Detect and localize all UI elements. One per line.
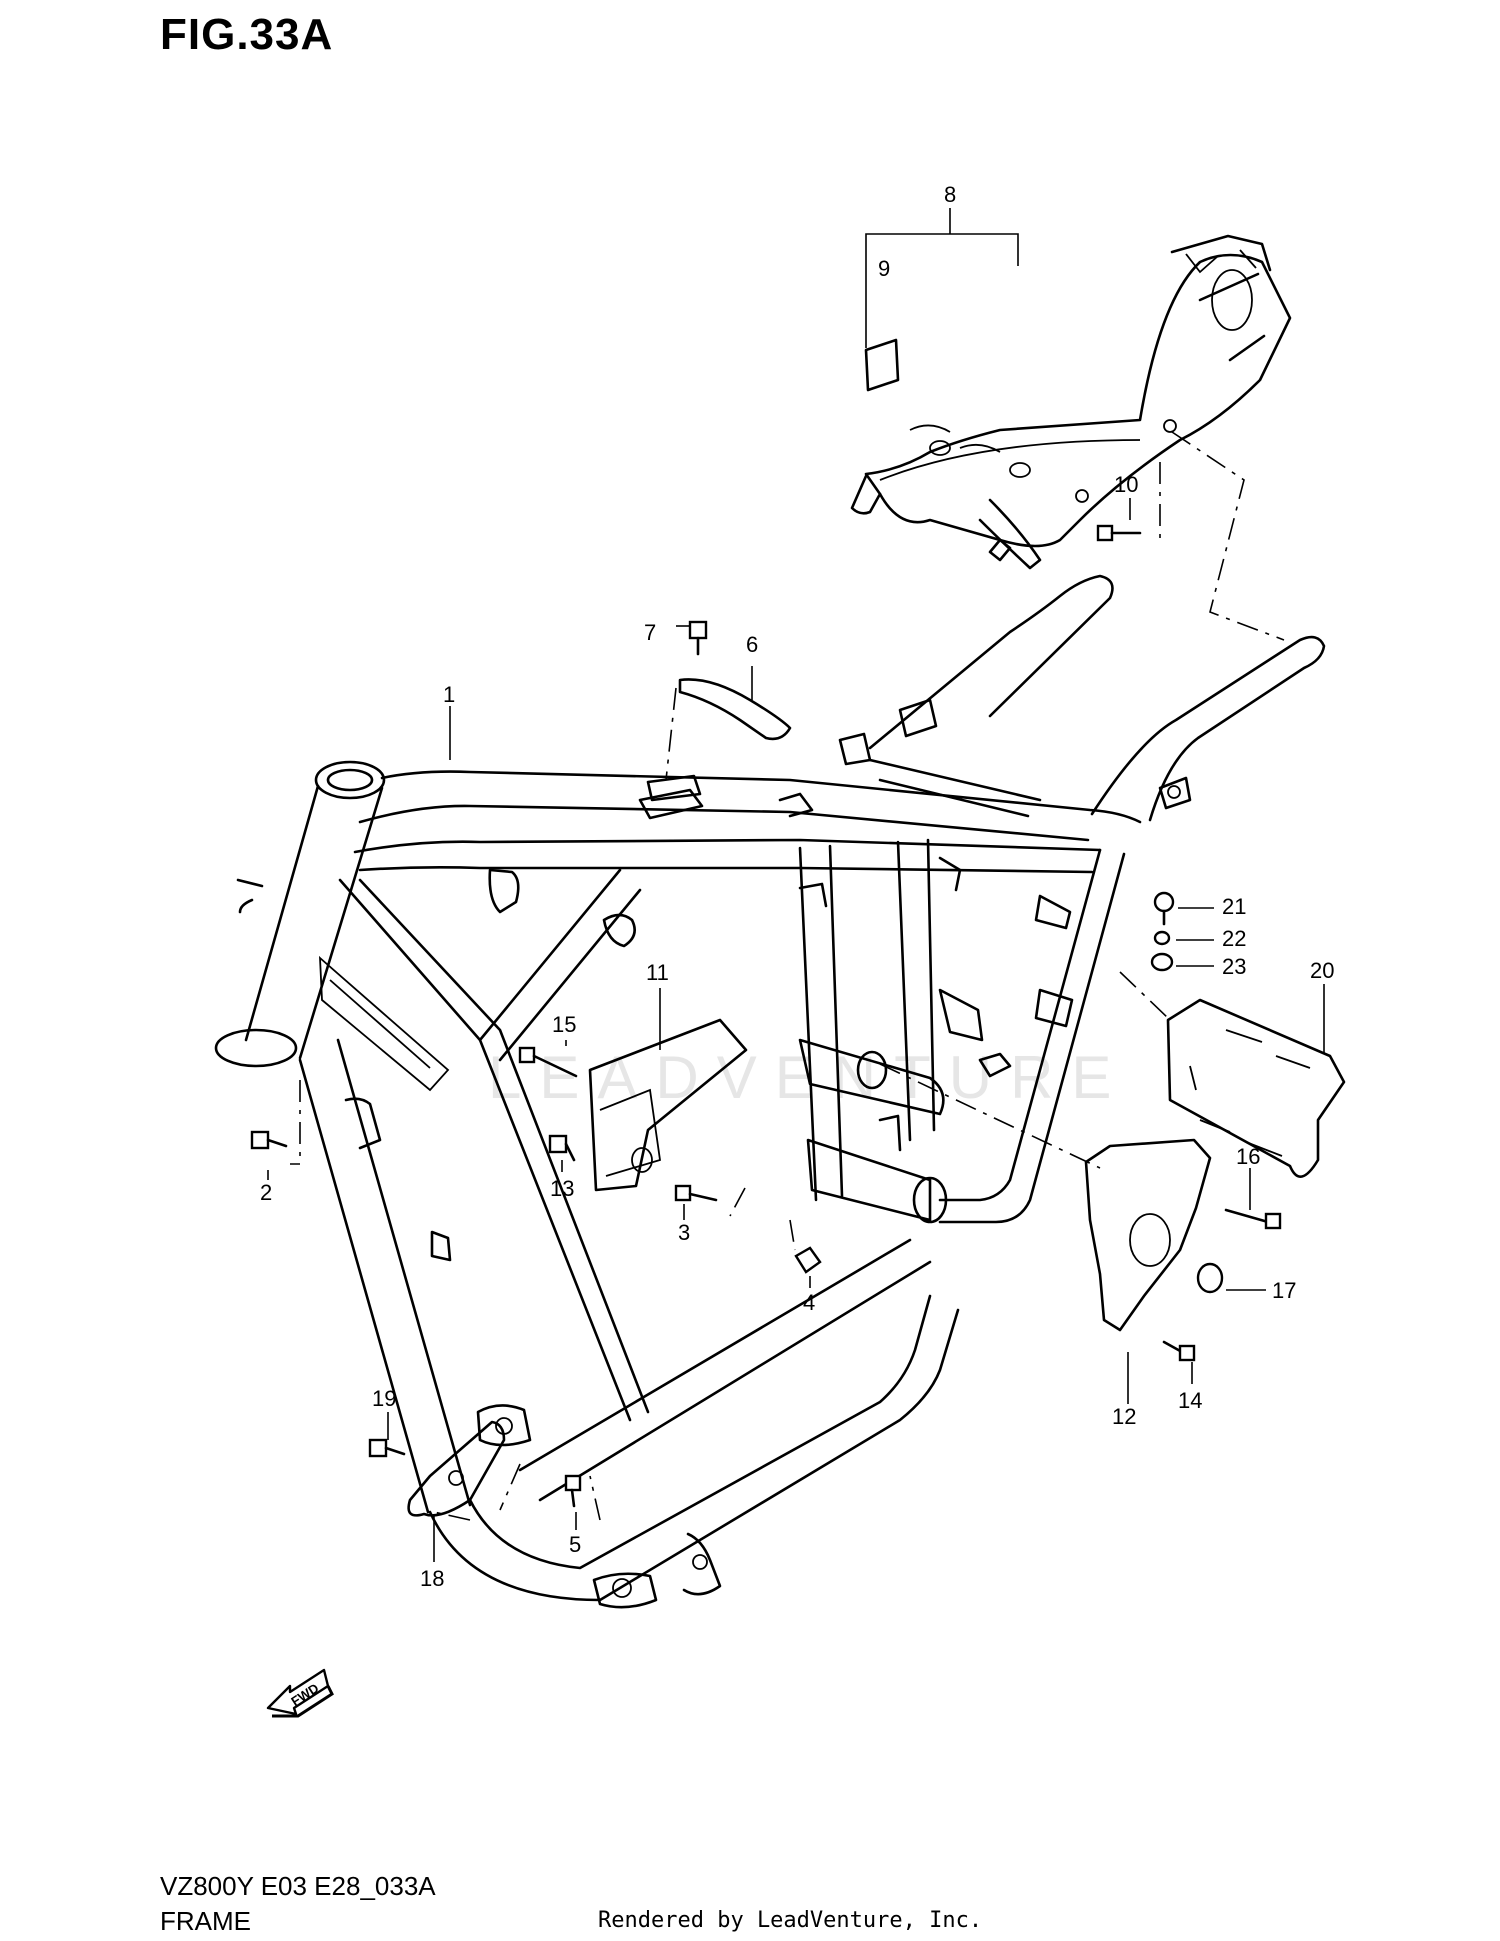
bracket-6	[678, 678, 792, 741]
callout-18: 18	[420, 1566, 444, 1591]
bracket-plate-20	[1166, 998, 1346, 1178]
bolt-2	[250, 1130, 288, 1150]
callout-11: 11	[646, 960, 669, 985]
callout-22: 22	[1222, 926, 1246, 951]
bolt-16	[1224, 1208, 1282, 1230]
plug-17	[1196, 1262, 1224, 1294]
bracket-18	[407, 1420, 506, 1517]
collar-22	[1153, 930, 1171, 946]
callout-21: 21	[1222, 894, 1246, 919]
figure-title: FIG.33A	[160, 10, 334, 59]
model-code: VZ800Y E03 E28_033A	[160, 1871, 436, 1901]
callout-14: 14	[1178, 1388, 1202, 1413]
bolt-19	[368, 1438, 406, 1458]
label-plate-9	[864, 338, 900, 392]
callout-8: 8	[944, 182, 956, 207]
cushion-23	[1150, 952, 1174, 972]
callout-5: 5	[569, 1532, 581, 1557]
bolt-21	[1153, 891, 1175, 926]
callout-19: 19	[372, 1386, 396, 1411]
callout-15: 15	[552, 1012, 576, 1037]
callout-16: 16	[1236, 1144, 1260, 1169]
nut-4	[794, 1246, 822, 1274]
callout-2: 2	[260, 1180, 272, 1205]
callout-23: 23	[1222, 954, 1246, 979]
rear-fender-assembly	[850, 234, 1292, 570]
bolt-10	[1096, 524, 1142, 542]
callout-3: 3	[678, 1220, 690, 1245]
screw-7	[688, 620, 708, 656]
bolt-13	[548, 1134, 576, 1162]
callout-13: 13	[550, 1176, 574, 1201]
bolt-14	[1162, 1340, 1196, 1362]
cover-11	[588, 1018, 748, 1192]
callout-1: 1	[443, 682, 455, 707]
section-name: FRAME	[160, 1906, 251, 1936]
callout-7: 7	[644, 620, 656, 645]
callout-12: 12	[1112, 1404, 1136, 1429]
fwd-arrow-icon: FWD	[266, 1668, 334, 1718]
callout-10: 10	[1114, 472, 1138, 497]
callout-4: 4	[803, 1290, 815, 1315]
bolt-15	[518, 1046, 578, 1078]
bolt-5	[564, 1474, 582, 1508]
callout-6: 6	[746, 632, 758, 657]
bolt-3	[674, 1184, 718, 1202]
main-frame	[214, 574, 1326, 1609]
rendered-by-credit: Rendered by LeadVenture, Inc.	[598, 1908, 983, 1933]
callout-17: 17	[1272, 1278, 1296, 1303]
callout-20: 20	[1310, 958, 1334, 983]
step-bracket-12	[1084, 1138, 1212, 1332]
callout-9: 9	[878, 256, 890, 281]
